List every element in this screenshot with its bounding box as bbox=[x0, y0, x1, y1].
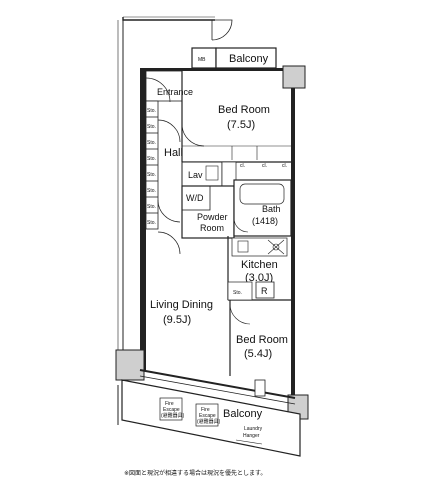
fire-escape-2-line2: Escape bbox=[199, 413, 216, 419]
wd-label: W/D bbox=[186, 193, 204, 203]
bed-room-1-closet bbox=[231, 146, 258, 160]
closet-label: Sto. bbox=[147, 220, 156, 226]
entrance-label: Entrance bbox=[157, 87, 193, 97]
closet-labels: Sto. Sto. Sto. Sto. Sto. Sto. Sto. Sto. bbox=[147, 108, 156, 226]
facade-window bbox=[139, 369, 296, 405]
fire-escape-1-line2: Escape bbox=[163, 407, 180, 413]
fire-escape-2-line3: (避難器具) bbox=[197, 418, 221, 425]
bath bbox=[233, 179, 292, 237]
closet-label: Sto. bbox=[147, 188, 156, 194]
laundry-hanger-line2: Hanger bbox=[243, 433, 260, 439]
laundry-hanger-line1: Laundry bbox=[244, 426, 263, 432]
closet-label: Sto. bbox=[147, 172, 156, 178]
hall-label: Hall bbox=[164, 147, 183, 159]
closet-label: Sto. bbox=[147, 156, 156, 162]
fire-escape-1: Fire Escape (避難器具) bbox=[159, 397, 185, 421]
closet-label: Sto. bbox=[147, 108, 156, 114]
living-dining-name: Living Dining bbox=[150, 299, 213, 311]
fire-escape-1-line3: (避難器具) bbox=[161, 412, 185, 419]
living-dining-size: (9.5J) bbox=[163, 314, 191, 326]
kitchen-sink-icon bbox=[237, 240, 249, 253]
cl-labels: cl. cl. cl. bbox=[240, 163, 287, 169]
bed-room-1-size: (7.5J) bbox=[227, 119, 255, 131]
closet-label: Sto. bbox=[147, 124, 156, 130]
kitchen-name: Kitchen bbox=[241, 259, 278, 271]
footnote: ※図面と現況が相違する場合は現況を優先とします。 bbox=[124, 470, 267, 477]
wd-area bbox=[181, 185, 211, 211]
fire-escape-2-line1: Fire bbox=[201, 407, 210, 413]
bath-size: (1418) bbox=[252, 216, 278, 226]
kitchen-sto-label: Sto. bbox=[233, 290, 242, 296]
exterior-walls bbox=[115, 65, 309, 420]
balcony-top-label: Balcony bbox=[229, 53, 269, 65]
bath-name: Bath bbox=[262, 204, 281, 214]
entrance-door-swing bbox=[145, 77, 171, 103]
lav-label: Lav bbox=[188, 170, 203, 180]
bed-room-2-size: (5.4J) bbox=[244, 348, 272, 360]
balcony-bottom-label: Balcony bbox=[223, 408, 263, 420]
fire-escape-1-line1: Fire bbox=[165, 401, 174, 407]
kitchen-size: (3.0J) bbox=[245, 272, 273, 284]
fire-escape-2: Fire Escape (避難器具) bbox=[195, 403, 221, 427]
laundry-hanger-bar bbox=[235, 439, 263, 445]
cooktop-icon bbox=[267, 239, 285, 255]
door-swing-top bbox=[211, 19, 233, 41]
refrigerator bbox=[255, 281, 275, 299]
lav-sink-icon bbox=[205, 165, 219, 181]
refrigerator-label: R bbox=[261, 286, 268, 296]
cl-label: cl. bbox=[262, 163, 267, 169]
closet-column bbox=[145, 100, 159, 230]
kitchen-sto bbox=[227, 281, 253, 301]
cl-label: cl. bbox=[240, 163, 245, 169]
closet-label: Sto. bbox=[147, 204, 156, 210]
powder-room-line2: Room bbox=[200, 223, 224, 233]
bed-room-2-name: Bed Room bbox=[236, 334, 288, 346]
cl-label: cl. bbox=[282, 163, 287, 169]
bathtub-icon bbox=[239, 183, 285, 205]
powder-room-line1: Powder bbox=[197, 212, 228, 222]
kitchen-counter bbox=[231, 237, 288, 257]
hall-door-swings bbox=[157, 119, 181, 255]
bed-room-1-door-swing bbox=[181, 123, 205, 147]
corridor-outline bbox=[117, 16, 215, 362]
bed-room-1 bbox=[181, 71, 291, 163]
bed-room-2-door-swing bbox=[229, 303, 251, 325]
closet-label: Sto. bbox=[147, 140, 156, 146]
mb-label: MB bbox=[198, 57, 206, 63]
bath-door-swing bbox=[233, 217, 249, 233]
bed-room-1-name: Bed Room bbox=[218, 104, 270, 116]
